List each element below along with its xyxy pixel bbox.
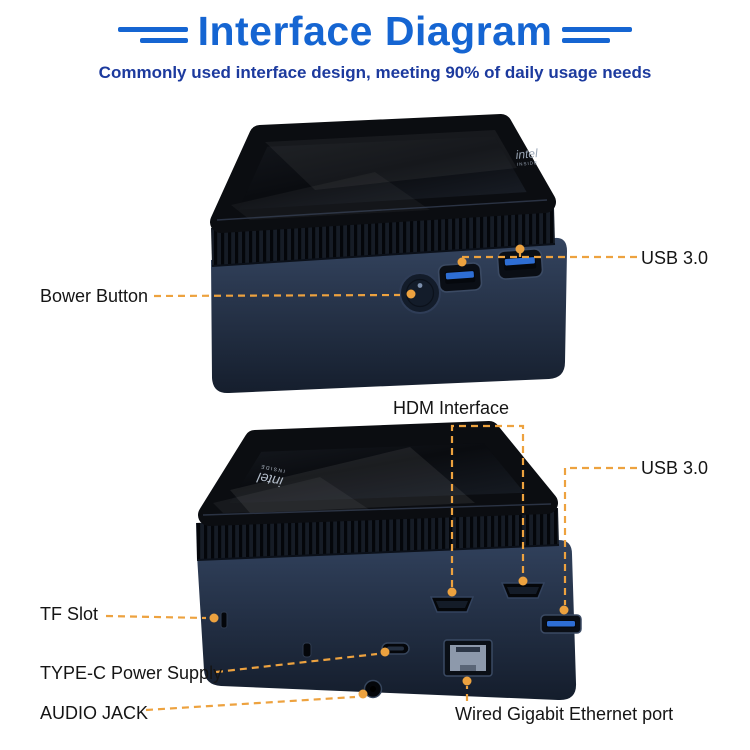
page-subtitle: Commonly used interface design, meeting … — [98, 63, 652, 82]
type-c-port — [381, 642, 410, 655]
top-face-gloss-2 — [213, 477, 370, 513]
intel-inside-logo: intel INSIDE — [255, 463, 286, 491]
top-face-front-edge — [216, 199, 548, 221]
front-device-top-face — [210, 114, 556, 233]
label-ethernet: Wired Gigabit Ethernet port — [455, 704, 674, 724]
title-decor-line-left-top — [118, 27, 188, 32]
label-audio-jack: AUDIO JACK — [40, 703, 149, 723]
top-face-gloss — [230, 447, 475, 513]
svg-text:intel: intel — [515, 146, 538, 162]
label-usb-rear: USB 3.0 — [641, 458, 709, 478]
top-face-gloss-2 — [231, 172, 430, 220]
kensington-lock-slot — [302, 642, 312, 658]
top-face-gloss — [265, 130, 517, 190]
tf-card-slot — [220, 611, 228, 629]
svg-text:intel: intel — [255, 469, 284, 490]
intel-logo: intel INSIDE — [515, 146, 538, 167]
usb3-port-rear — [540, 614, 582, 634]
rear-device-body — [197, 539, 577, 701]
usb3-port-1 — [437, 262, 483, 293]
label-power-button: Bower Button — [40, 286, 149, 306]
page-title: Interface Diagram — [197, 8, 553, 54]
label-type-c: TYPE-C Power Supply — [40, 663, 223, 683]
ethernet-rj45-port — [443, 639, 493, 677]
svg-text:INSIDE: INSIDE — [259, 463, 285, 474]
title-decor-line-left-bottom — [140, 38, 188, 43]
hdmi-port-2 — [500, 582, 546, 599]
label-hdmi: HDM Interface — [393, 398, 510, 418]
label-tf-slot: TF Slot — [40, 604, 99, 624]
front-device-illustration: intel INSIDE — [210, 114, 567, 394]
svg-text:INSIDE: INSIDE — [517, 160, 538, 167]
power-button — [399, 272, 441, 314]
title-decor-line-right-top — [562, 27, 632, 32]
audio-jack — [363, 679, 383, 699]
usb3-port-2 — [496, 248, 544, 280]
front-device-vent-band — [211, 207, 555, 266]
title-decor-line-right-bottom — [562, 38, 610, 43]
vent-band-edge — [211, 243, 556, 267]
hdmi-port-1 — [429, 596, 475, 613]
label-usb-front: USB 3.0 — [641, 248, 709, 268]
